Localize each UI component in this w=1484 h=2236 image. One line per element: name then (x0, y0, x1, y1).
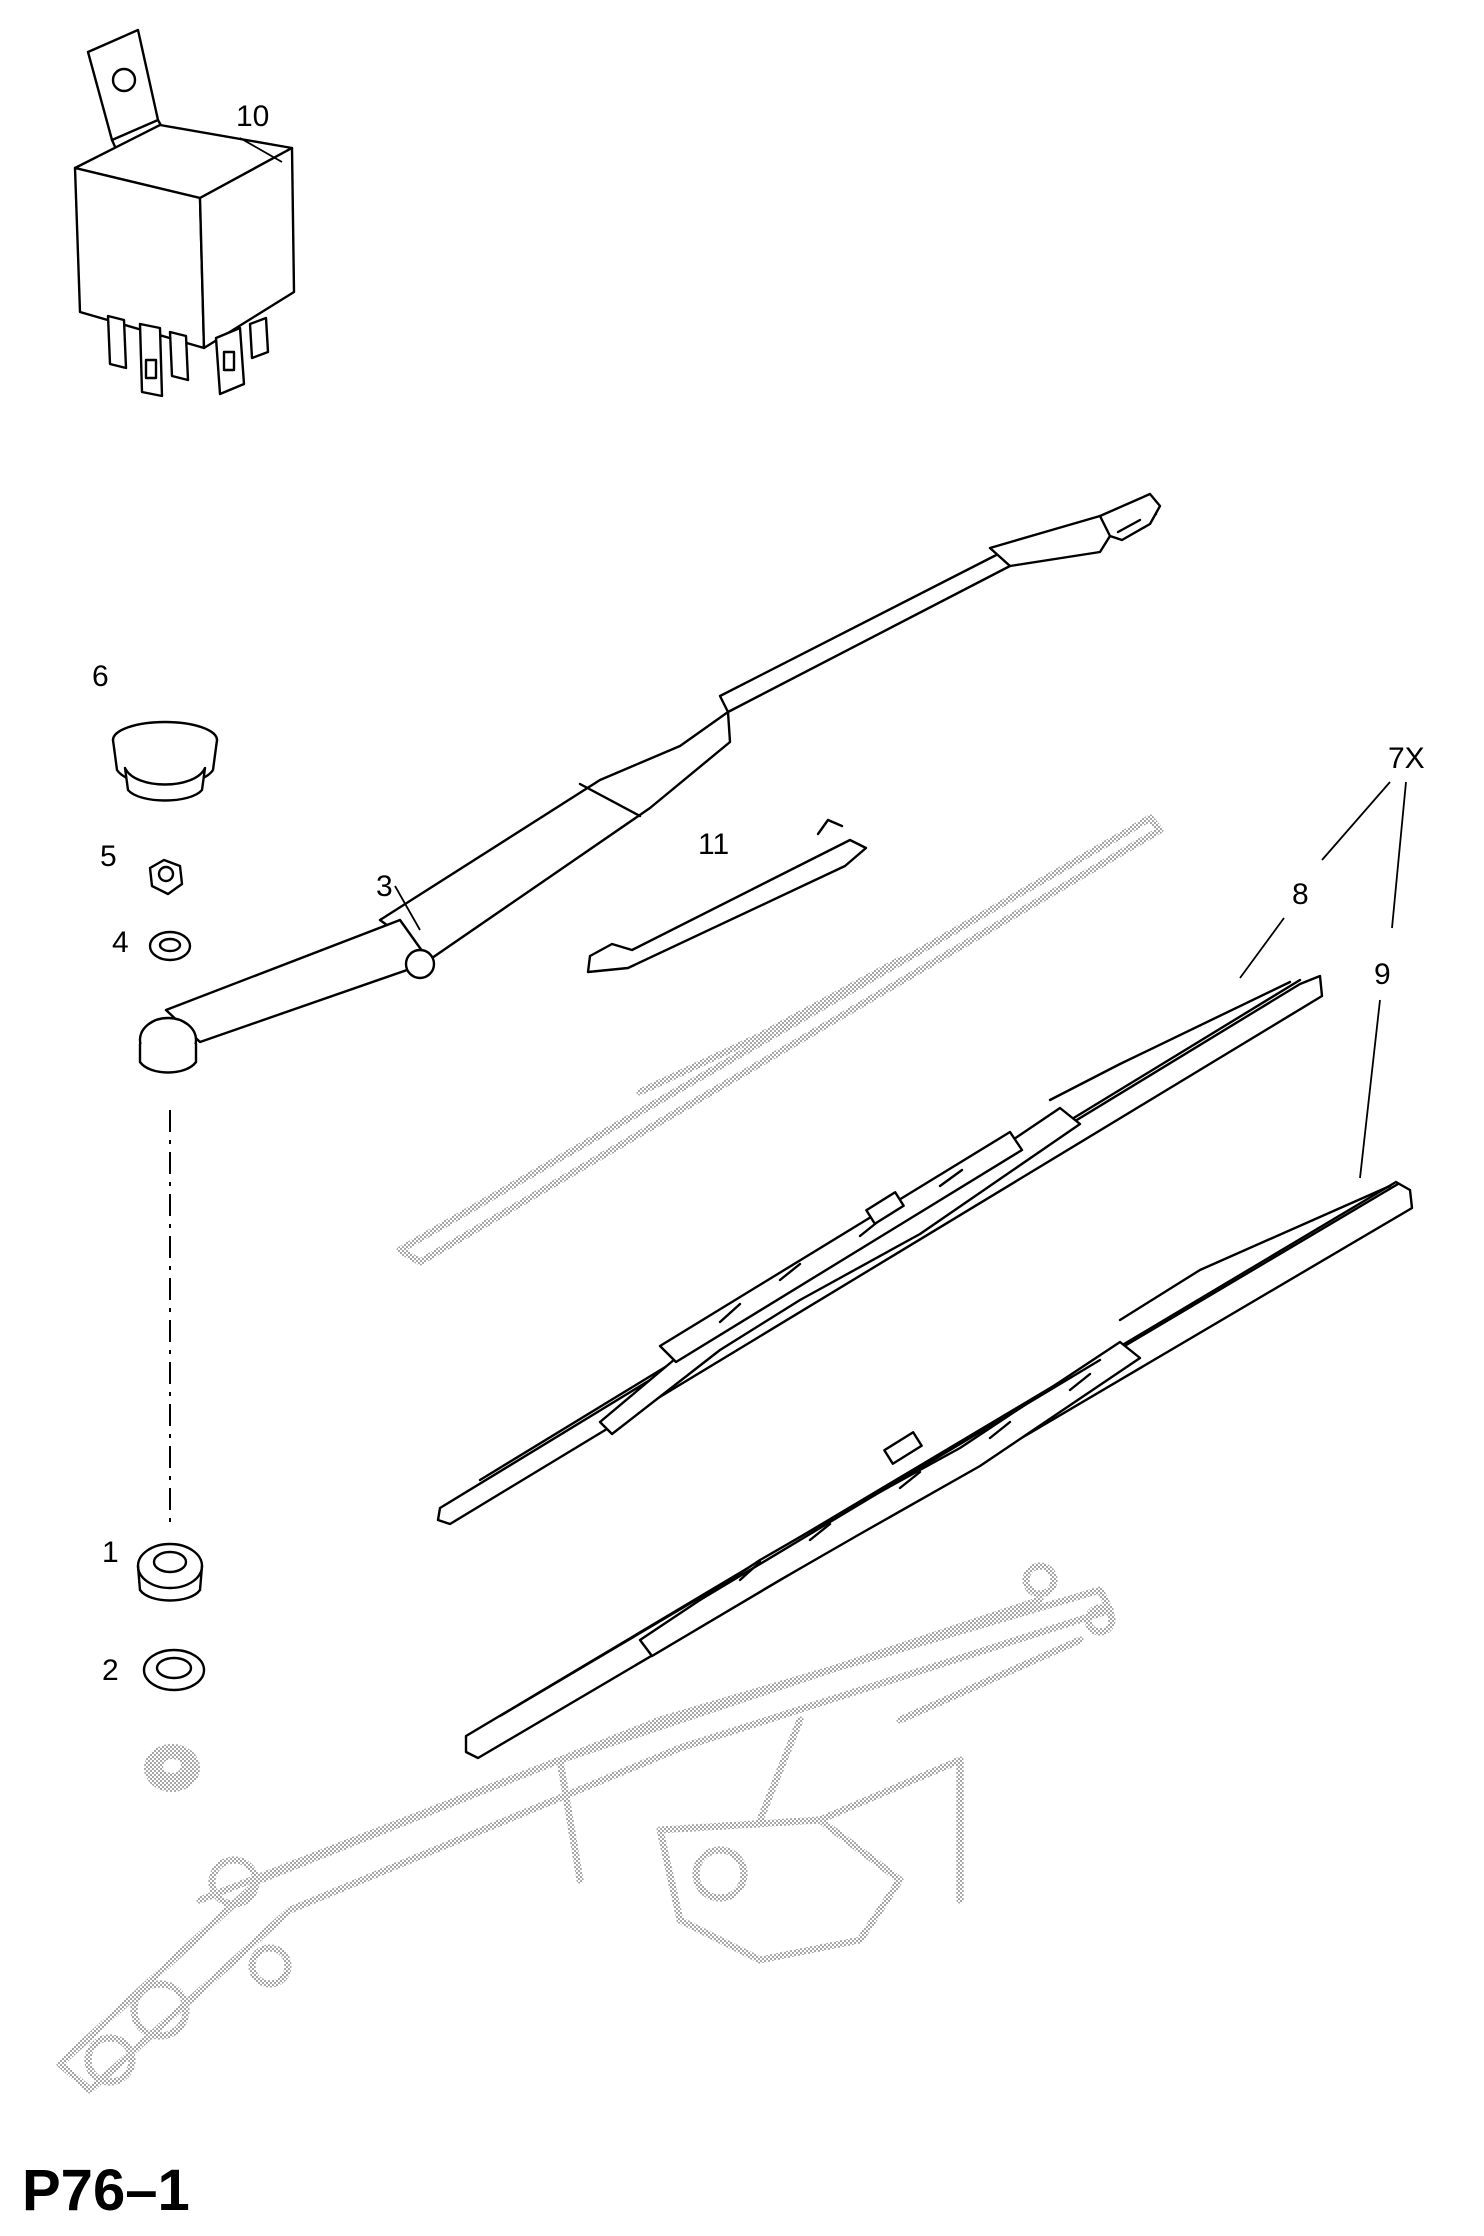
callout-5: 5 (100, 840, 117, 873)
blade-insert-part (586, 818, 868, 974)
wiper-blade-8 (436, 974, 1324, 1526)
callout-3: 3 (376, 870, 393, 903)
callout-10: 10 (236, 100, 269, 133)
diagram-code: P76–1 (22, 2158, 190, 2223)
ghost-blade-frame (636, 956, 904, 1096)
ghost-wiper-blade (396, 814, 1164, 1266)
callout-1: 1 (102, 1536, 119, 1569)
cap-part (111, 720, 219, 802)
ghost-wiper-linkage (56, 1562, 1116, 2094)
callout-9: 9 (1374, 958, 1391, 991)
callout-11: 11 (698, 828, 729, 861)
callout-leaders (239, 137, 1407, 1179)
callout-6: 6 (92, 660, 109, 693)
callout-4: 4 (112, 926, 129, 959)
callout-7x: 7X (1388, 742, 1425, 775)
relay-part (73, 28, 296, 398)
callout-8: 8 (1292, 878, 1309, 911)
wiper-blade-9 (464, 1180, 1414, 1760)
ghost-washer (144, 1744, 200, 1792)
washer-part (148, 930, 192, 962)
nut-part (148, 858, 184, 896)
callout-2: 2 (102, 1654, 119, 1687)
seal-ring-part (142, 1648, 206, 1692)
wiper-arm-part (138, 492, 1162, 1074)
grommet-part (136, 1542, 204, 1602)
